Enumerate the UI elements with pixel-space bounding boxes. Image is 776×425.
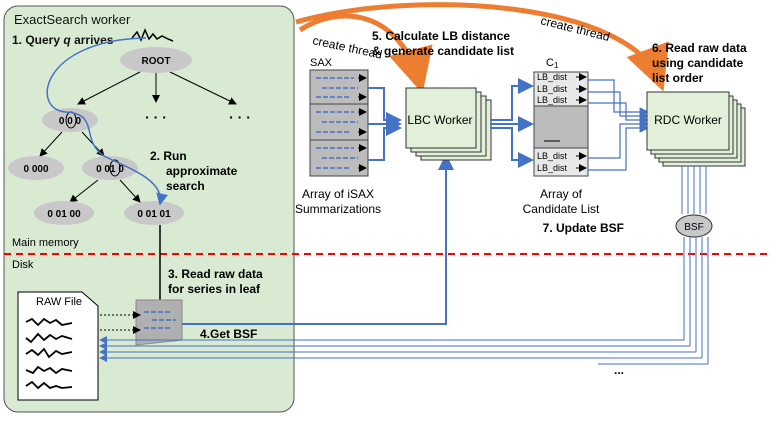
tree-node-00100-label: 0 01 00 — [47, 209, 81, 220]
lb-dist-entry: LB_dist — [537, 95, 568, 105]
step-3-line-1: 3. Read raw data — [168, 267, 263, 281]
tree-root-node — [120, 47, 192, 73]
leaf-series-lines — [144, 311, 176, 329]
bsf-label: BSF — [684, 222, 703, 233]
sax-label: SAX — [310, 57, 333, 69]
tree-edges — [39, 71, 237, 203]
lb-dist-entries: LB_dist LB_dist LB_dist LB_dist LB_dist — [537, 72, 568, 173]
lb-dist-entry: LB_dist — [537, 151, 568, 161]
lbc-worker-label: LBC Worker — [407, 113, 472, 127]
bsf-node — [675, 214, 713, 238]
leaf-page-icon — [135, 299, 183, 346]
rdc-disk-lines — [99, 237, 709, 365]
step-2-line-2: approximate — [166, 164, 238, 178]
step-2-line-3: search — [166, 179, 205, 193]
lbc-worker-stack — [405, 87, 492, 161]
step-4-label: 4.Get BSF — [200, 327, 257, 341]
tree-dots-middle: · · · — [145, 109, 167, 125]
step-5-line-2: & generate candidate list — [372, 44, 514, 58]
tree-root-label: ROOT — [142, 56, 171, 67]
create-thread-arrow-lbc — [298, 13, 433, 94]
candidate-to-rdc-arrows — [588, 79, 650, 171]
raw-series-icon — [25, 317, 73, 390]
highlight-bit-icon — [109, 159, 121, 177]
lb-dist-arrow-ticks — [576, 73, 587, 172]
raw-file-icon — [17, 291, 99, 401]
tree-dots-right: · · · — [229, 109, 251, 125]
tree-node-0000-label: 0 000 — [23, 164, 48, 175]
tree-node-0000 — [8, 156, 64, 180]
isax-series-lines — [316, 77, 358, 169]
worker-title: ExactSearch worker — [14, 12, 131, 27]
candidate-caption-1: Array of — [540, 187, 583, 201]
disk-label: Disk — [12, 259, 34, 271]
c1-label: C1 — [546, 57, 559, 70]
isax-caption-2: Summarizations — [295, 202, 381, 216]
step-7-label: 7. Update BSF — [543, 221, 624, 235]
lb-dist-entry: LB_dist — [537, 84, 568, 94]
isax-caption-1: Array of iSAX — [302, 187, 374, 201]
step-2-line-1: 2. Run — [150, 149, 187, 163]
lbc-to-candidate-arrows — [490, 78, 534, 168]
step-6-line-3: list order — [652, 71, 704, 85]
step-6-line-1: 6. Read raw data — [652, 41, 747, 55]
create-thread-arrow-rdc — [295, 2, 669, 92]
sax-to-lbc-arrows — [368, 87, 402, 161]
create-thread-label-2: create thread — [539, 13, 611, 44]
rdc-worker-stack — [646, 91, 746, 167]
get-bsf-path — [182, 154, 454, 325]
tree-node-00100 — [34, 201, 94, 225]
isax-arrow-ticks — [358, 74, 367, 172]
ellipsis-label: ... — [614, 363, 624, 377]
tree-node-000-label: 0 0 0 — [59, 116, 82, 127]
isax-array — [309, 69, 369, 177]
tree-node-000 — [42, 108, 98, 132]
rdc-worker-label: RDC Worker — [654, 113, 722, 127]
approximate-search-path — [46, 37, 169, 206]
tree-node-00101-label: 0 01 01 — [137, 209, 171, 220]
tree-node-00101 — [124, 201, 184, 225]
step-6-line-2: using candidate — [652, 56, 744, 70]
raw-file-label: RAW File — [36, 296, 82, 308]
query-series-icon — [131, 28, 174, 42]
candidate-caption-2: Candidate List — [523, 202, 600, 216]
lb-dist-entry: LB_dist — [537, 72, 568, 82]
rdc-bsf-links — [681, 166, 707, 214]
main-memory-label: Main memory — [12, 237, 79, 249]
lb-dist-entry: LB_dist — [537, 163, 568, 173]
step-3-line-2: for series in leaf — [168, 282, 261, 296]
step-5-line-1: 5. Calculate LB distance — [372, 29, 510, 43]
